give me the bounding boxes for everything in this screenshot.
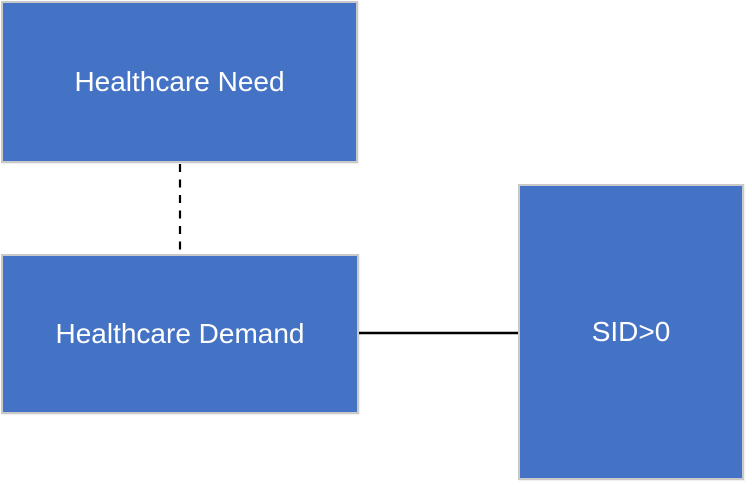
node-healthcare-demand-label: Healthcare Demand — [55, 318, 305, 349]
node-healthcare-need: Healthcare Need — [1, 1, 358, 163]
node-healthcare-demand: Healthcare Demand — [1, 254, 359, 414]
node-sid-greater-than-0-label: SID>0 — [591, 316, 671, 347]
node-sid-greater-than-0: SID>0 — [518, 184, 744, 480]
node-healthcare-need-label: Healthcare Need — [74, 66, 285, 97]
